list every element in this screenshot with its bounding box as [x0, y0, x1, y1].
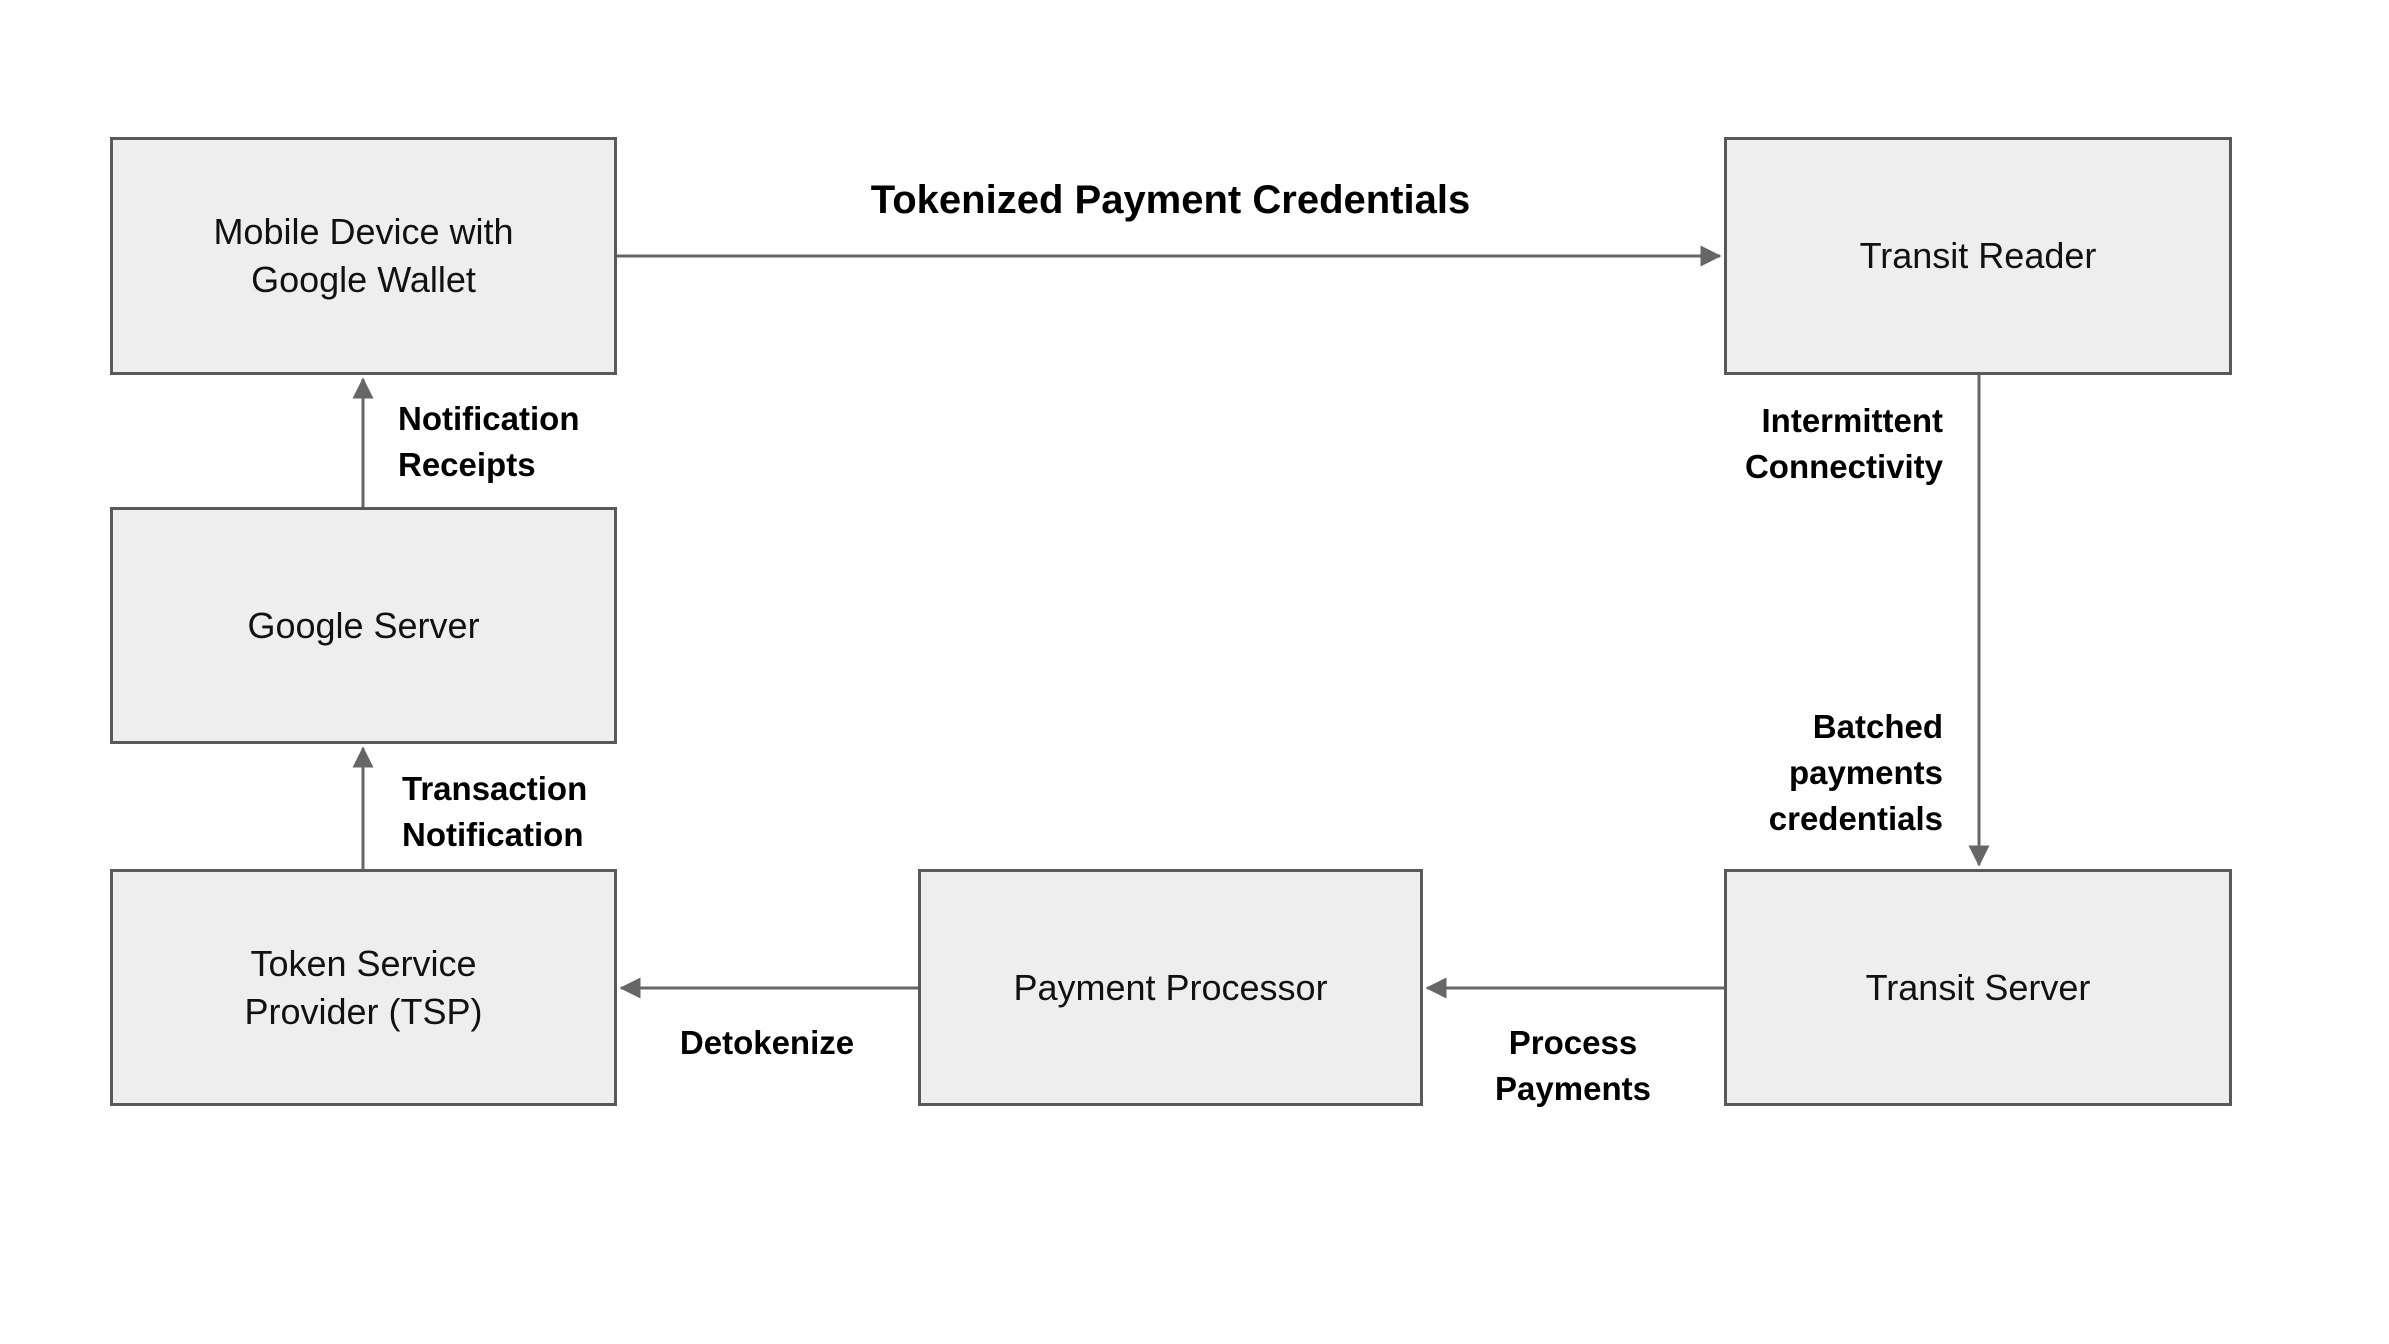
edge-label-notification-receipts: Notification Receipts — [398, 400, 580, 483]
node-transit-reader: Transit Reader — [1724, 137, 2232, 375]
edge-label-detokenize: Detokenize — [679, 1024, 855, 1061]
node-payment-processor: Payment Processor — [918, 869, 1423, 1106]
edge-label-batched-payments-credentials: Batched payments credentials — [1768, 708, 1943, 837]
node-mobile-device-google-wallet: Mobile Device with Google Wallet — [110, 137, 617, 375]
node-token-service-provider: Token Service Provider (TSP) — [110, 869, 617, 1106]
edge-label-tokenized-payment-credentials: Tokenized Payment Credentials — [870, 178, 1471, 222]
node-google-server: Google Server — [110, 507, 617, 744]
edge-label-transaction-notification: Transaction Notification — [402, 770, 588, 853]
node-transit-server: Transit Server — [1724, 869, 2232, 1106]
edge-label-intermittent-connectivity: Intermittent Connectivity — [1744, 402, 1943, 485]
edge-label-process-payments: Process Payments — [1495, 1024, 1651, 1107]
